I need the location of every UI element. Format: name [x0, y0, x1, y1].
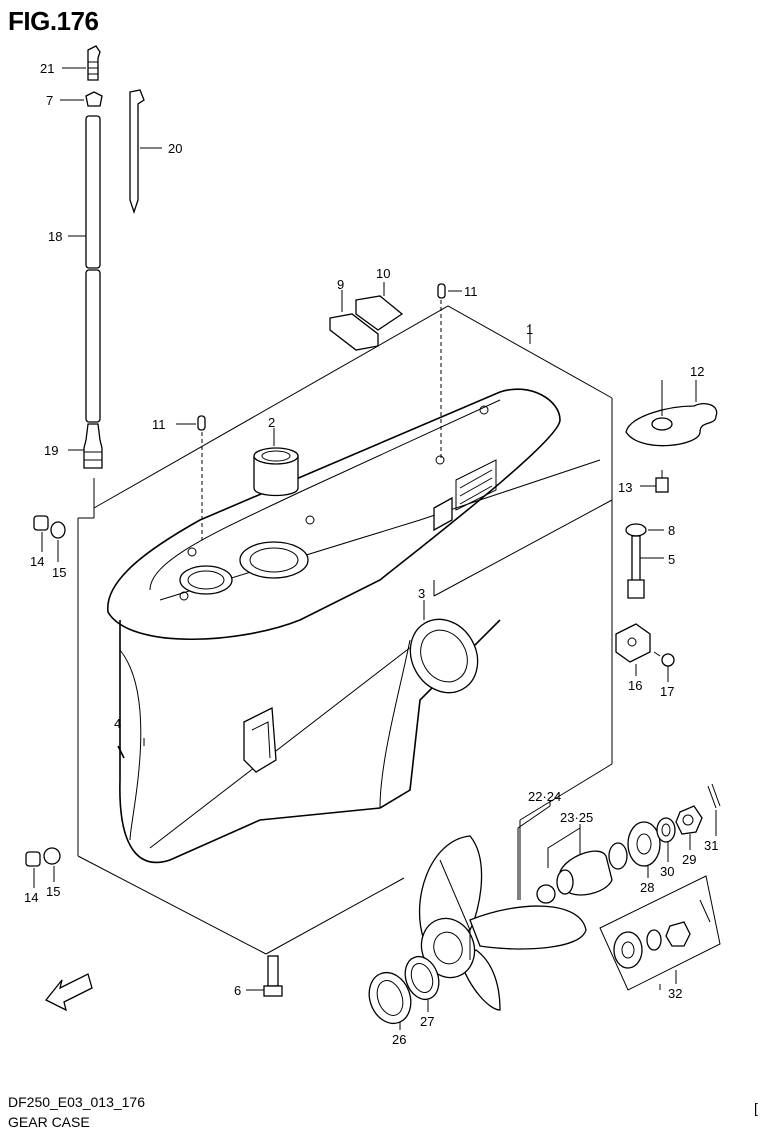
part-8-washer: [625, 523, 664, 537]
part-20-strap: [129, 89, 162, 215]
callout-6: 6: [234, 983, 241, 998]
part-28-washer: [627, 821, 661, 878]
part-14-15-lower: [25, 847, 61, 888]
part-17-screw: [653, 651, 675, 682]
callout-9: 9: [337, 277, 344, 292]
callout-4: 4: [114, 716, 121, 731]
part-22-25-bushing: [517, 800, 628, 904]
callout-32: 32: [668, 986, 682, 1001]
callout-13: 13: [618, 480, 632, 495]
callout-7: 7: [46, 93, 53, 108]
callout-31: 31: [704, 838, 718, 853]
part-4-pin: [117, 730, 145, 759]
propeller: [418, 835, 587, 1011]
part-9-10-plates: [329, 282, 404, 351]
part-11-pin-top: [437, 283, 462, 460]
corner-mark: [: [754, 1100, 758, 1116]
part-16-block: [615, 623, 651, 676]
callout-5: 5: [668, 552, 675, 567]
part-7-clip: [60, 91, 103, 107]
callout-1: 1: [526, 322, 533, 337]
callout-20: 20: [168, 141, 182, 156]
part-14-15-upper: [33, 515, 66, 562]
callout-11-left: 11: [152, 417, 166, 432]
callout-18: 18: [48, 229, 62, 244]
callout-14-upper: 14: [30, 554, 44, 569]
figure-code: DF250_E03_013_176: [8, 1094, 146, 1110]
part-6-bolt: [246, 955, 283, 997]
part-11-pin-left: [176, 415, 206, 540]
part-31-pin: [707, 783, 721, 836]
part-27-washer: [404, 955, 440, 1012]
part-21-nipple: [62, 45, 101, 81]
callout-15-upper: 15: [52, 565, 66, 580]
callout-3: 3: [418, 586, 425, 601]
callout-21: 21: [40, 61, 54, 76]
callout-27: 27: [420, 1014, 434, 1029]
callout-19: 19: [44, 443, 58, 458]
callout-16: 16: [628, 678, 642, 693]
part-12-anode: [625, 380, 718, 447]
callout-15-lower: 15: [46, 884, 60, 899]
callout-22-24: 22·24: [528, 789, 561, 804]
callout-30: 30: [660, 864, 674, 879]
figure-name: GEAR CASE: [8, 1114, 90, 1130]
part-29-nut: [675, 805, 703, 850]
callout-11-top: 11: [464, 284, 478, 299]
part-3-bearing: [409, 600, 479, 694]
callout-10: 10: [376, 266, 390, 281]
gear-case-frame: [77, 305, 613, 955]
callout-2: 2: [268, 415, 275, 430]
callout-23-25: 23·25: [560, 810, 593, 825]
callout-labels: 21 7 20 18 19 9 10 11 1 11 2 12 13 8 5 1…: [24, 61, 718, 1047]
callout-12: 12: [690, 364, 704, 379]
gear-case-body: [107, 388, 601, 864]
part-32-kit: [599, 875, 721, 991]
part-2-bushing: [253, 428, 299, 497]
callout-29: 29: [682, 852, 696, 867]
callout-17: 17: [660, 684, 674, 699]
callout-14-lower: 14: [24, 890, 38, 905]
callout-26: 26: [392, 1032, 406, 1047]
part-26-spacer: [368, 971, 412, 1030]
part-5-bolt: [627, 535, 664, 599]
callout-28: 28: [640, 880, 654, 895]
part-13-bolt: [640, 470, 669, 493]
callout-8: 8: [668, 523, 675, 538]
part-18-shaft: [68, 115, 101, 423]
part-19-fitting: [68, 423, 103, 508]
fwd-arrow-icon: FWD: [44, 973, 93, 1012]
part-30-spacer: [656, 817, 676, 862]
figure-title: FIG.176: [8, 6, 99, 36]
